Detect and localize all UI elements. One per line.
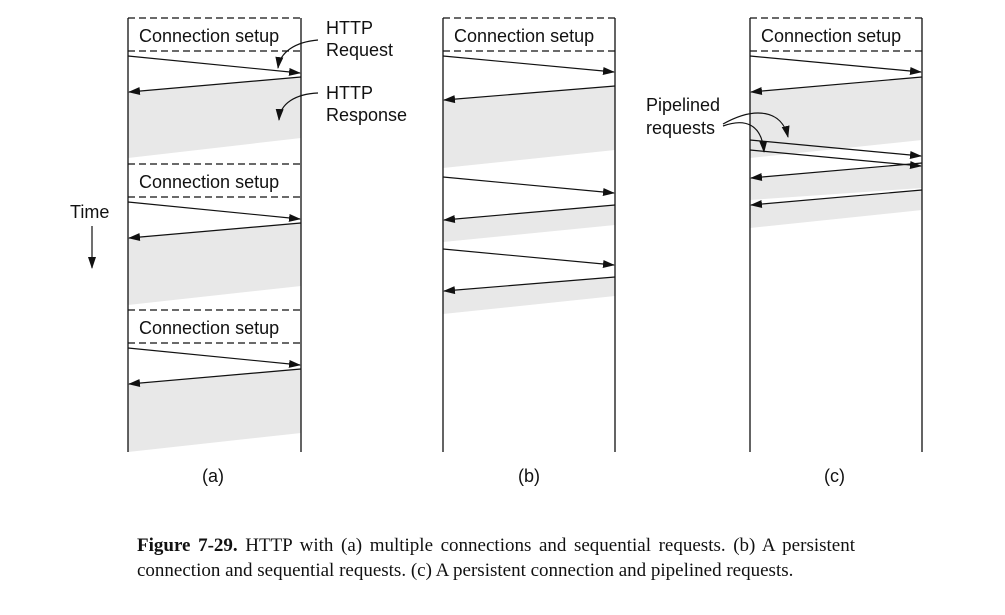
pipelined-requests-label: Pipelined bbox=[646, 95, 720, 115]
response-callout-arrow bbox=[275, 92, 319, 121]
pipelined-request-arrow bbox=[749, 139, 922, 159]
pipelined-callout-arrow bbox=[722, 122, 768, 153]
response-arrow bbox=[443, 204, 616, 224]
response-shade bbox=[128, 368, 301, 452]
request-arrow bbox=[127, 347, 301, 368]
pipelined-request-arrow bbox=[749, 149, 922, 169]
caption-text: HTTP with (a) multiple connections and s… bbox=[137, 535, 855, 581]
response-shade bbox=[443, 86, 615, 168]
request-arrow bbox=[749, 55, 922, 75]
http-response-label: Response bbox=[326, 105, 407, 125]
response-arrow bbox=[443, 85, 616, 104]
time-label: Time bbox=[70, 202, 109, 222]
connection-setup-label: Connection setup bbox=[139, 172, 279, 192]
http-request-label: HTTP bbox=[326, 18, 373, 38]
response-shade bbox=[443, 277, 615, 314]
response-shade bbox=[128, 77, 301, 158]
response-arrow bbox=[128, 222, 302, 242]
http-response-label: HTTP bbox=[326, 83, 373, 103]
request-arrow bbox=[442, 55, 615, 75]
response-arrow bbox=[443, 276, 616, 295]
pipelined-requests-label: requests bbox=[646, 118, 715, 138]
response-shade bbox=[443, 205, 615, 242]
figure-number: Figure 7-29. bbox=[137, 535, 238, 556]
request-arrow bbox=[442, 248, 615, 268]
response-shade bbox=[750, 163, 922, 200]
response-arrow bbox=[750, 162, 923, 182]
figure-caption: Figure 7-29. HTTP with (a) multiple conn… bbox=[137, 533, 855, 583]
panel-b: Connection setup (b) bbox=[442, 17, 616, 486]
request-arrow bbox=[127, 55, 301, 76]
response-shade bbox=[128, 222, 301, 305]
request-arrow bbox=[442, 176, 615, 196]
connection-setup-label: Connection setup bbox=[139, 318, 279, 338]
connection-setup-label: Connection setup bbox=[761, 26, 901, 46]
response-shade bbox=[750, 190, 922, 228]
response-arrow bbox=[750, 76, 923, 96]
response-shade bbox=[750, 77, 922, 158]
response-arrow bbox=[128, 368, 302, 388]
pipelined-callout-arrow bbox=[722, 112, 790, 138]
response-arrow bbox=[750, 189, 923, 209]
connection-setup-label: Connection setup bbox=[139, 26, 279, 46]
connection-setup-label: Connection setup bbox=[454, 26, 594, 46]
panel-a: Connection setup Connection setup Connec… bbox=[70, 17, 407, 486]
request-arrow bbox=[127, 201, 301, 222]
request-callout-arrow bbox=[275, 39, 319, 69]
panel-label: (b) bbox=[518, 466, 540, 486]
http-connection-diagram: Connection setup Connection setup Connec… bbox=[70, 17, 923, 486]
http-request-label: Request bbox=[326, 40, 393, 60]
response-arrow bbox=[128, 76, 302, 96]
panel-label: (c) bbox=[824, 466, 845, 486]
panel-c: Connection setup Pipelined requests (c) bbox=[646, 17, 923, 486]
panel-label: (a) bbox=[202, 466, 224, 486]
